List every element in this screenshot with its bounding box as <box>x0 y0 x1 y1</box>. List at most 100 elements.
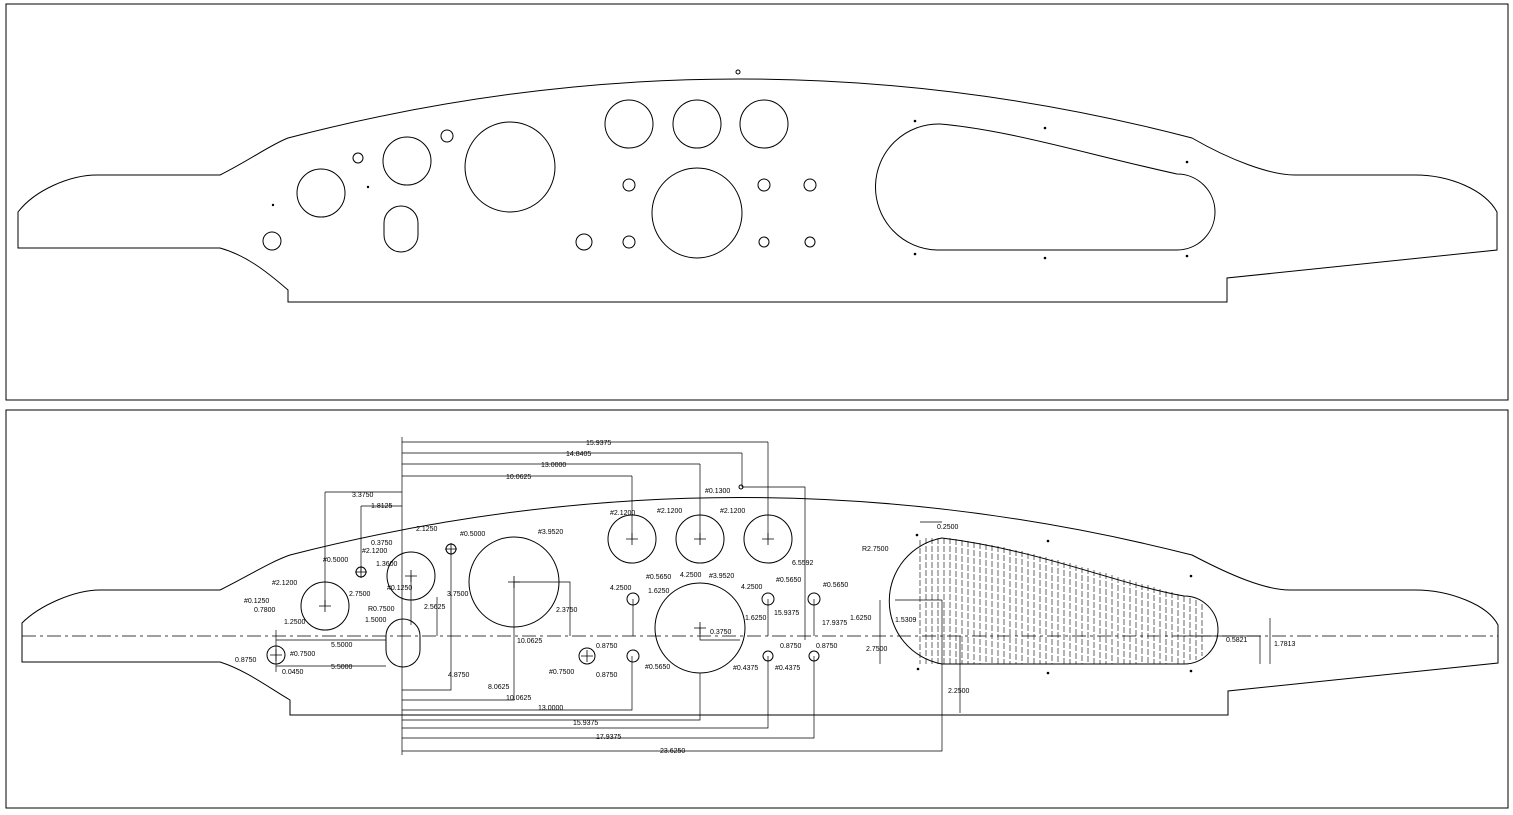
dimension-label: 2.3750 <box>556 607 578 614</box>
small-hole <box>803 178 817 192</box>
dimension-label: 0.3750 <box>371 540 393 547</box>
gauge-hole <box>739 99 789 149</box>
dimension-label: 1.3600 <box>376 561 398 568</box>
dimension-label: 15.9375 <box>586 440 611 447</box>
dimension-label: 4.2500 <box>680 572 702 579</box>
dimension-label: #0.7500 <box>549 669 574 676</box>
dimension-label: #0.7500 <box>290 651 315 658</box>
dimension-label: 0.8750 <box>235 657 257 664</box>
dimension-label: 0.0450 <box>282 669 304 676</box>
dimension-label: #0.5000 <box>323 557 348 564</box>
switch-hole <box>575 233 593 251</box>
slot-hole <box>383 205 419 253</box>
dimension-label: 15.9375 <box>774 610 799 617</box>
dimension-label: R0.7500 <box>368 606 395 613</box>
dimension-label: 15.9375 <box>573 720 598 727</box>
mount-point <box>366 185 370 189</box>
dimension-label: #2.1200 <box>720 508 745 515</box>
dimension-label: 10.0625 <box>517 638 542 645</box>
small-hole <box>622 178 636 192</box>
dimension-label: 2.7500 <box>349 591 371 598</box>
dimension-label: #0.1300 <box>705 488 730 495</box>
small-hole <box>804 236 816 248</box>
dimension-label: R2.7500 <box>862 546 889 553</box>
dash-panel-outline-top <box>17 78 1498 303</box>
glovebox-cutout-bottom <box>888 537 1219 665</box>
dimension-label: #0.5650 <box>776 577 801 584</box>
dimension-label: 13.0000 <box>538 705 563 712</box>
dimension-label: 4.2500 <box>610 585 632 592</box>
dimension-label: 0.8750 <box>780 643 802 650</box>
dimension-label: 0.5821 <box>1226 637 1248 644</box>
dimension-label: 5.5000 <box>331 642 353 649</box>
bottom-view: 15.9375 14.8405 13.0000 10.0625 3.3750 1… <box>5 409 1509 809</box>
dimension-label: 8.0625 <box>488 684 510 691</box>
dimension-label: 1.6250 <box>745 615 767 622</box>
gauge-hole <box>382 136 432 186</box>
glovebox-cutout-top <box>875 123 1216 251</box>
gauge-hole <box>604 99 654 149</box>
dimension-label: 17.9375 <box>822 620 847 627</box>
dimension-label: #0.4375 <box>775 665 800 672</box>
dimension-label: #3.9520 <box>709 573 734 580</box>
small-hole <box>757 178 771 192</box>
switch-hole <box>578 647 596 665</box>
dimension-label: #2.1200 <box>610 510 635 517</box>
dimension-label: 0.8750 <box>816 643 838 650</box>
gauge-hole <box>296 168 346 218</box>
switch-hole <box>262 231 282 251</box>
dimension-label: #0.5650 <box>645 664 670 671</box>
dimension-label: 5.5000 <box>331 664 353 671</box>
dimension-label: #0.5650 <box>823 582 848 589</box>
top-view-frame <box>5 3 1509 401</box>
dimension-label: 0.8750 <box>596 672 618 679</box>
dimension-label: 0.3750 <box>710 629 732 636</box>
dimension-label: 1.5309 <box>895 617 917 624</box>
mount-points <box>915 533 1193 675</box>
slot-hole <box>385 618 421 668</box>
dimension-label: #0.5000 <box>460 531 485 538</box>
mount-point <box>913 252 917 256</box>
dimension-label: 0.7800 <box>254 607 276 614</box>
dimension-label: 17.9375 <box>596 734 621 741</box>
dimension-label: 13.0000 <box>541 462 566 469</box>
dimension-label: #3.9520 <box>538 529 563 536</box>
dimension-label: #2.1200 <box>362 548 387 555</box>
speedometer-hole <box>464 121 556 213</box>
small-hole <box>352 152 364 164</box>
small-hole <box>622 235 636 249</box>
dimension-label: 0.2500 <box>937 524 959 531</box>
dimension-label: 4.8750 <box>448 672 470 679</box>
dimension-label: #2.1200 <box>272 580 297 587</box>
mount-hole <box>735 69 741 75</box>
dimension-label: 1.6250 <box>850 615 872 622</box>
dimension-label: 1.7813 <box>1274 641 1296 648</box>
dimension-label: 3.7500 <box>447 591 469 598</box>
dimension-label: 10.0625 <box>506 474 531 481</box>
dimension-label: 2.5625 <box>424 604 446 611</box>
dimension-label: #0.4375 <box>733 665 758 672</box>
dimension-lines <box>275 437 1271 755</box>
small-hole <box>626 649 640 663</box>
dash-panel-outline-bottom <box>21 497 1499 716</box>
small-hole <box>758 236 770 248</box>
dimension-label: #0.1250 <box>244 598 269 605</box>
tachometer-hole <box>651 167 743 259</box>
bottom-view-frame <box>5 409 1509 809</box>
dimension-label: 1.5000 <box>365 617 387 624</box>
dimension-label: 23.6250 <box>660 748 685 755</box>
dimension-label: 2.7500 <box>866 646 888 653</box>
dimension-label: #0.5650 <box>646 574 671 581</box>
dimension-label: 0.8750 <box>596 643 618 650</box>
mount-point <box>1185 160 1189 164</box>
dimension-label: 2.2500 <box>948 688 970 695</box>
dimension-label: #2.1200 <box>657 508 682 515</box>
dimension-label: 1.6250 <box>648 588 670 595</box>
top-view <box>5 3 1509 401</box>
mount-point <box>1185 254 1189 258</box>
dimension-label: 2.1250 <box>416 526 438 533</box>
mount-point <box>1043 126 1047 130</box>
gauge-hole <box>672 99 722 149</box>
dimension-label: 4.2500 <box>741 584 763 591</box>
